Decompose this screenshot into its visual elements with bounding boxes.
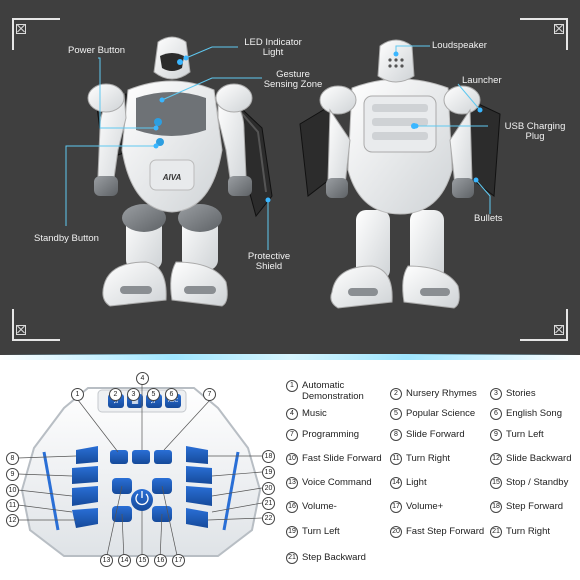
remote-number: 4 bbox=[136, 372, 149, 385]
frame-corner-tr bbox=[520, 18, 568, 50]
callout-protective-shield: Protective Shield bbox=[247, 251, 291, 272]
remote-number: 9 bbox=[6, 468, 19, 481]
remote-number: 21 bbox=[262, 497, 275, 510]
robots-illustration: AIVA bbox=[65, 36, 501, 309]
callout-standby-button: Standby Button bbox=[34, 233, 99, 244]
remote-number: 13 bbox=[100, 554, 113, 567]
remote-control: ♫ ▦ ♬ ABC 1 2 3 4 5 6 7 8 9 10 11 12 13 … bbox=[0, 360, 280, 580]
remote-number: 14 bbox=[118, 554, 131, 567]
remote-number: 20 bbox=[262, 482, 275, 495]
close-icon bbox=[16, 24, 26, 34]
callout-loudspeaker: Loudspeaker bbox=[432, 40, 487, 51]
remote-number: 17 bbox=[172, 554, 185, 567]
remote-number: 8 bbox=[6, 452, 19, 465]
remote-body bbox=[17, 384, 263, 561]
callout-led-indicator: LED Indicator Light bbox=[244, 37, 302, 58]
remote-number: 1 bbox=[71, 388, 84, 401]
remote-number: 16 bbox=[154, 554, 167, 567]
remote-number: 18 bbox=[262, 450, 275, 463]
remote-number: 7 bbox=[203, 388, 216, 401]
remote-number: 12 bbox=[6, 514, 19, 527]
remote-number: 15 bbox=[136, 554, 149, 567]
remote-number: 2 bbox=[109, 388, 122, 401]
callout-usb-plug: USB Charging Plug bbox=[504, 121, 566, 142]
remote-number: 22 bbox=[262, 512, 275, 525]
remote-number: 11 bbox=[6, 499, 19, 512]
abc-icon[interactable]: ABC bbox=[167, 398, 179, 404]
callout-launcher: Launcher bbox=[462, 75, 502, 86]
product-photo-panel: AIVA bbox=[0, 0, 580, 355]
remote-number: 19 bbox=[262, 466, 275, 479]
close-icon bbox=[554, 24, 564, 34]
callout-bullets: Bullets bbox=[474, 213, 503, 224]
close-icon bbox=[554, 325, 564, 335]
callout-gesture-zone: Gesture Sensing Zone bbox=[263, 69, 323, 90]
close-icon bbox=[16, 325, 26, 335]
frame-corner-br bbox=[520, 309, 568, 341]
frame-corner-bl bbox=[12, 309, 60, 341]
callout-power-button: Power Button bbox=[68, 45, 126, 56]
divider-glow bbox=[0, 354, 580, 360]
frame-corner-tl bbox=[12, 18, 60, 50]
remote-number: 5 bbox=[147, 388, 160, 401]
back-robot bbox=[299, 39, 501, 309]
chest-logo: AIVA bbox=[162, 173, 182, 182]
remote-number: 10 bbox=[6, 484, 19, 497]
remote-number: 6 bbox=[165, 388, 178, 401]
front-robot: AIVA bbox=[87, 36, 273, 307]
remote-number: 3 bbox=[127, 388, 140, 401]
